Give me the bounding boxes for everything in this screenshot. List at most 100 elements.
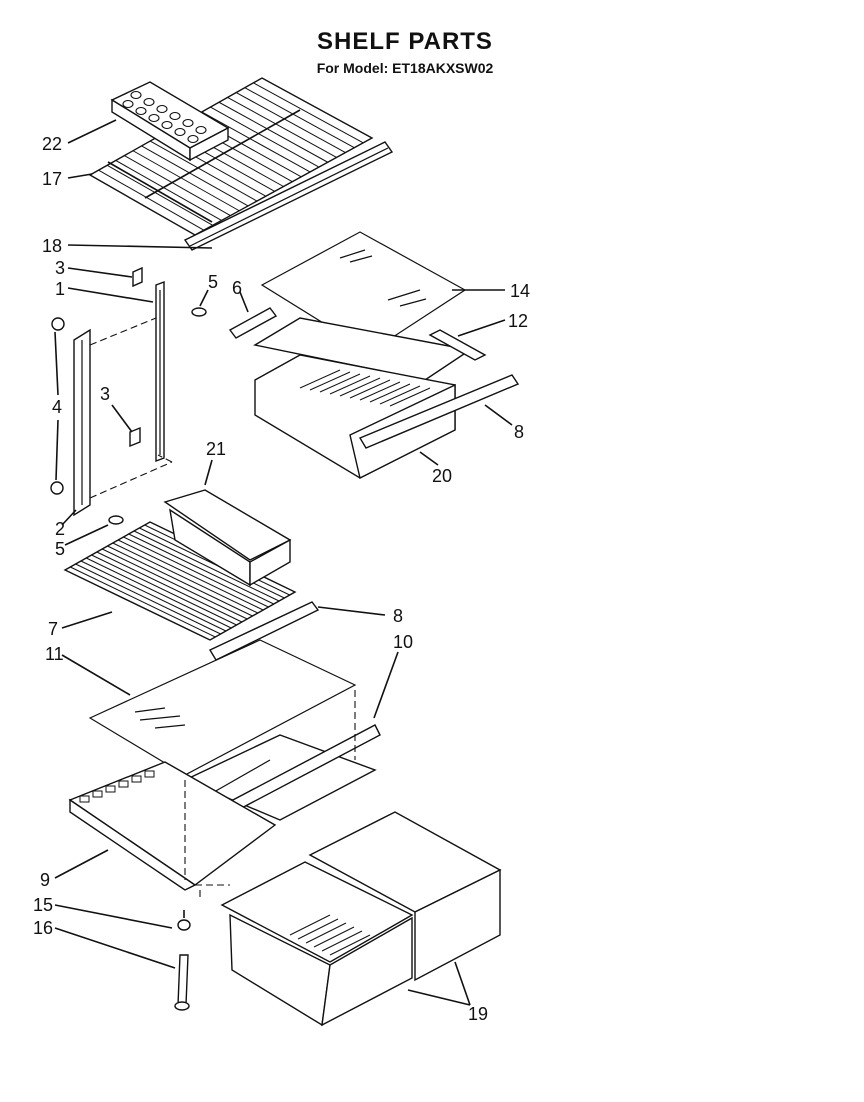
wire-line bbox=[319, 373, 361, 393]
shelf-trim-upper bbox=[358, 374, 520, 449]
control-vent bbox=[118, 780, 129, 788]
callout-1: 1 bbox=[55, 279, 65, 299]
wire-line bbox=[112, 542, 259, 614]
roller-cap bbox=[177, 910, 191, 931]
wire-line bbox=[101, 548, 248, 620]
wire-line bbox=[379, 385, 421, 405]
wire-line bbox=[128, 533, 274, 605]
egg-cup bbox=[169, 111, 181, 121]
wire-line bbox=[106, 164, 213, 226]
egg-cup bbox=[174, 127, 186, 137]
egg-cup bbox=[143, 97, 155, 107]
wire-line bbox=[227, 96, 337, 158]
deli-bin bbox=[163, 489, 292, 587]
callout-16: 16 bbox=[33, 918, 53, 938]
callout-2: 2 bbox=[55, 519, 65, 539]
wire-line bbox=[96, 551, 243, 623]
callout-12: 12 bbox=[508, 311, 528, 331]
wire-line bbox=[123, 536, 269, 608]
wire-line bbox=[139, 527, 285, 599]
ladder-caps bbox=[50, 317, 65, 495]
wire-line bbox=[299, 369, 341, 389]
wire-line bbox=[313, 926, 355, 948]
shelf-ladder-right bbox=[155, 280, 165, 463]
wire-line bbox=[132, 150, 240, 212]
wire-line bbox=[349, 379, 391, 399]
wire-line bbox=[117, 539, 264, 611]
wire-line bbox=[210, 106, 320, 168]
callout-15: 15 bbox=[33, 895, 53, 915]
egg-cup bbox=[156, 104, 168, 114]
control-vent bbox=[144, 770, 155, 778]
wire-line bbox=[201, 111, 311, 173]
wire-line bbox=[98, 169, 205, 231]
wire-line bbox=[115, 160, 222, 221]
page-title: SHELF PARTS bbox=[317, 28, 493, 55]
wire-line bbox=[133, 530, 280, 602]
control-vent bbox=[105, 785, 116, 793]
egg-cup bbox=[130, 90, 142, 100]
wire-line bbox=[289, 914, 331, 936]
callout-19: 19 bbox=[468, 1004, 488, 1024]
callout-11: 11 bbox=[45, 644, 64, 664]
wire-line bbox=[124, 155, 231, 217]
wire-line bbox=[218, 101, 328, 163]
callout-5-lower: 5 bbox=[55, 539, 65, 559]
wire-line bbox=[141, 145, 249, 207]
callout-6: 6 bbox=[232, 278, 242, 298]
wire-line bbox=[91, 554, 237, 626]
egg-cup bbox=[148, 113, 160, 123]
wire-line bbox=[359, 381, 401, 401]
side-rail-6 bbox=[228, 307, 278, 339]
ladder-clip-lower bbox=[129, 426, 141, 448]
callout-4: 4 bbox=[52, 397, 62, 417]
egg-cup bbox=[187, 134, 199, 144]
control-vent bbox=[131, 775, 142, 783]
egg-tray bbox=[110, 81, 230, 162]
callout-14: 14 bbox=[510, 281, 530, 301]
shelf-ladder-left bbox=[73, 328, 91, 517]
callout-3-upper: 3 bbox=[55, 258, 65, 278]
callout-8-lower: 8 bbox=[393, 606, 403, 626]
callout-20: 20 bbox=[432, 466, 452, 486]
callout-8-upper: 8 bbox=[514, 422, 524, 442]
wire-line bbox=[339, 377, 381, 397]
callout-22: 22 bbox=[42, 134, 62, 154]
callout-9: 9 bbox=[40, 870, 50, 890]
crisper-drawer-left bbox=[220, 861, 414, 1027]
ladder-clip-upper bbox=[132, 266, 143, 288]
callout-18: 18 bbox=[42, 236, 62, 256]
leader-lines bbox=[54, 119, 513, 1006]
crisper-drawer-right bbox=[308, 811, 502, 982]
crisper-cover-frame bbox=[183, 724, 381, 831]
wire-line bbox=[80, 560, 227, 632]
wire-line bbox=[235, 92, 346, 153]
shelf-trim-top bbox=[183, 141, 394, 251]
model-subtitle: For Model: ET18AKXSW02 bbox=[316, 60, 494, 76]
callout-7: 7 bbox=[48, 619, 58, 639]
wire-line bbox=[329, 934, 371, 956]
wire-line bbox=[297, 918, 339, 940]
callout-10: 10 bbox=[393, 632, 413, 652]
callout-21: 21 bbox=[206, 439, 226, 459]
wire-line bbox=[369, 383, 411, 403]
egg-cup bbox=[135, 106, 147, 116]
wire-line bbox=[107, 545, 253, 617]
control-vent bbox=[79, 795, 90, 803]
wire-line bbox=[75, 563, 221, 635]
callout-5-upper: 5 bbox=[208, 272, 218, 292]
egg-cup bbox=[182, 118, 194, 128]
wire-line bbox=[389, 387, 431, 407]
egg-cup bbox=[122, 99, 134, 109]
wire-line bbox=[149, 140, 258, 202]
callout-3-lower: 3 bbox=[100, 384, 110, 404]
control-vent bbox=[92, 790, 103, 798]
egg-cup bbox=[161, 120, 173, 130]
wire-line bbox=[321, 930, 363, 952]
wire-line bbox=[86, 557, 232, 629]
glass-shelf-lower bbox=[88, 639, 357, 776]
crisper-support-pan bbox=[68, 761, 277, 891]
wire-line bbox=[244, 87, 355, 149]
shelf-trim-mid bbox=[209, 601, 320, 661]
